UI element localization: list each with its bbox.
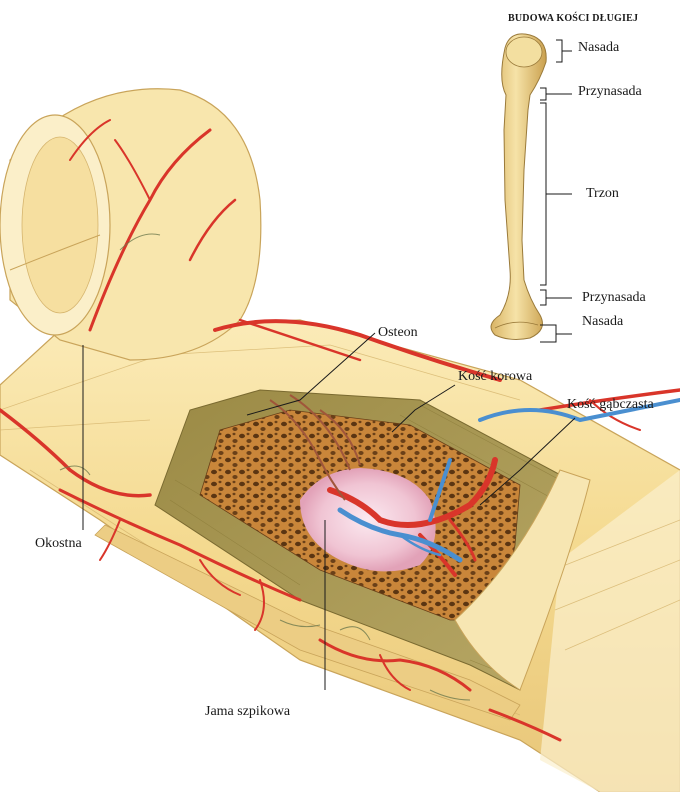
long-bone-inset [491,34,546,340]
label-nasada-top: Nasada [578,40,619,56]
label-przynasada-bottom: Przynasada [582,290,646,306]
bone-shaft-illustration [0,89,680,792]
label-kosc-korowa: Kość korowa [458,369,532,385]
inset-title: BUDOWA KOŚCI DŁUGIEJ [508,13,638,24]
label-jama-szpikowa: Jama szpikowa [205,704,290,720]
label-przynasada-top: Przynasada [578,84,642,100]
inset-brackets [540,40,572,342]
label-okostna: Okostna [35,536,82,552]
label-kosc-gabczasta: Kość gąbczasta [567,397,654,413]
label-nasada-bottom: Nasada [582,314,623,330]
label-osteon: Osteon [378,325,418,341]
label-trzon: Trzon [586,186,619,202]
